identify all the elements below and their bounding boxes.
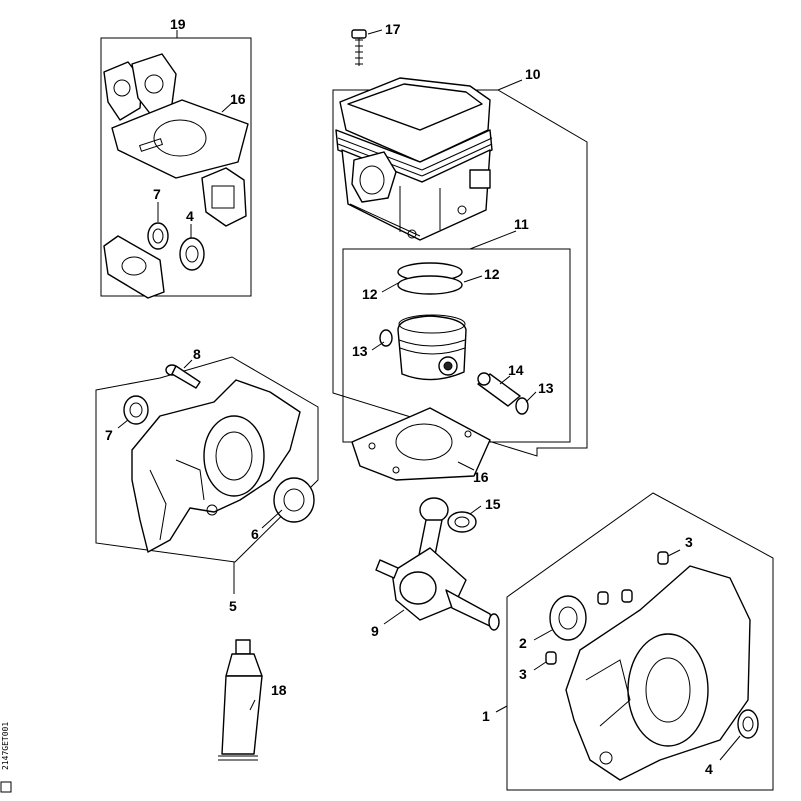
sleeve-a: [597, 591, 609, 605]
callout-15: 15: [485, 496, 501, 512]
cylinder-kit-frame: [332, 89, 588, 457]
callout-4-bottom: 4: [705, 761, 713, 777]
piston-pin: [477, 372, 521, 407]
screw-8: [165, 364, 201, 389]
ball-bearing-6: [273, 477, 315, 523]
leader-lines: [117, 29, 741, 761]
gasket-set: [103, 53, 249, 299]
callout-12-left: 12: [362, 286, 378, 302]
cylinder: [335, 77, 493, 241]
callout-7-top: 7: [153, 186, 161, 202]
needle-bearing-15: [447, 511, 477, 533]
oil-seal-small: [147, 222, 169, 250]
callout-17: 17: [385, 21, 401, 37]
callout-2: 2: [519, 635, 527, 651]
flange-gasket: [103, 235, 165, 299]
callout-13-right: 13: [538, 380, 554, 396]
callout-9: 9: [371, 623, 379, 639]
callout-13-left: 13: [352, 343, 368, 359]
cylinder-base-gasket-top: [111, 99, 249, 179]
sleeve-3-bottom: [545, 651, 557, 665]
exhaust-gasket-small: [103, 61, 143, 121]
gasket-set-frame: [100, 37, 252, 297]
piston-ring-lower: [397, 275, 463, 295]
drawing-code: 2147GET001: [1, 722, 10, 770]
oil-seal-large: [179, 237, 205, 271]
oil-seal-4-lower: [737, 709, 759, 739]
callout-3-bottom: 3: [519, 666, 527, 682]
callout-16-bottom: 16: [473, 469, 489, 485]
crankcase-half: [131, 379, 301, 553]
callout-12-right: 12: [484, 266, 500, 282]
sleeve-b: [621, 589, 633, 603]
oil-seal-7-lower: [123, 395, 149, 425]
grease-tube: [218, 639, 263, 761]
callout-5: 5: [229, 598, 237, 614]
piston: [397, 314, 467, 381]
callout-10: 10: [525, 66, 541, 82]
cylinder-base-gasket: [351, 407, 491, 481]
circlip-right: [515, 397, 529, 415]
callout-7-bottom: 7: [105, 427, 113, 443]
crankcase-frame: [506, 492, 774, 791]
crankshaft: [375, 497, 500, 631]
ball-bearing-2: [549, 595, 587, 641]
intake-gasket: [201, 167, 247, 227]
callout-6: 6: [251, 526, 259, 542]
corner-mark: [0, 781, 12, 793]
callout-11: 11: [514, 216, 529, 232]
callout-16-top: 16: [230, 91, 246, 107]
sleeve-3-top: [657, 551, 669, 565]
callout-3-top: 3: [685, 534, 693, 550]
callout-14: 14: [508, 362, 524, 378]
callout-1: 1: [482, 708, 490, 724]
crankcase: [565, 565, 751, 781]
callout-18: 18: [271, 682, 287, 698]
callout-4-top: 4: [186, 208, 194, 224]
circlip-left: [379, 329, 393, 347]
callout-8: 8: [193, 346, 201, 362]
callout-19: 19: [170, 16, 186, 32]
piston-rings: [397, 262, 463, 295]
cylinder-screw: [351, 29, 367, 66]
